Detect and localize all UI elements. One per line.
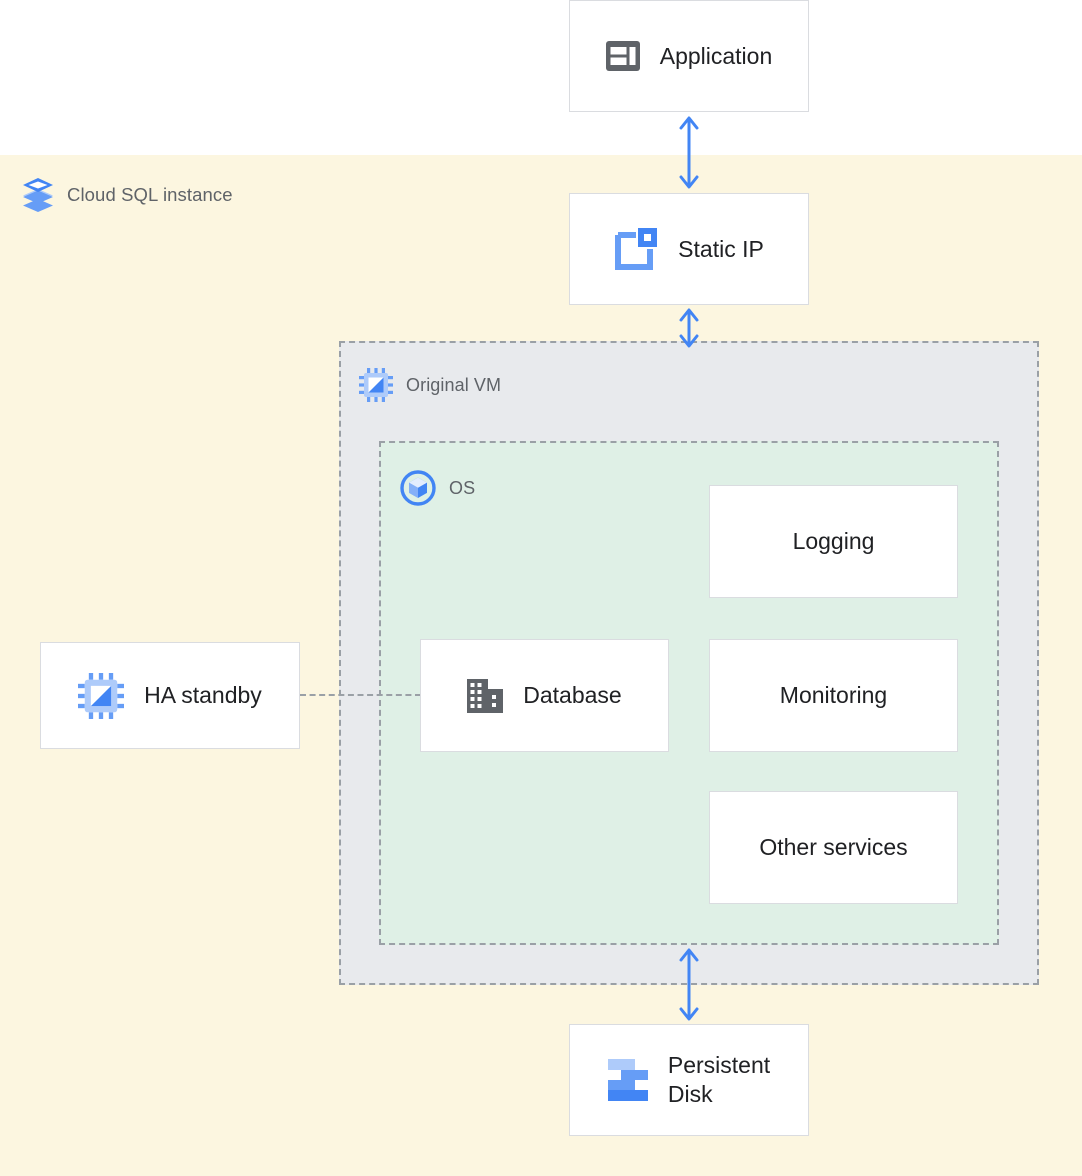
connector-application-to-static-ip	[674, 112, 704, 193]
cloud-sql-stack-icon	[22, 178, 54, 212]
database-building-icon	[467, 678, 504, 713]
node-application[interactable]: Application	[569, 0, 809, 112]
application-window-icon	[605, 41, 640, 71]
vm-chip-icon	[78, 672, 125, 719]
node-label: Monitoring	[779, 682, 888, 709]
connector-os-to-persistent-disk	[674, 945, 704, 1024]
node-ha-standby[interactable]: HA standby	[40, 642, 300, 749]
node-monitoring[interactable]: Monitoring	[709, 639, 958, 752]
node-label: Application	[659, 42, 773, 69]
node-label: Logging	[792, 528, 875, 555]
os-circle-cube-icon	[400, 470, 436, 506]
node-database[interactable]: Database	[420, 639, 669, 752]
node-logging[interactable]: Logging	[709, 485, 958, 598]
region-label-text: OS	[449, 477, 476, 498]
node-label: Other services	[759, 834, 908, 861]
region-label-os: OS	[400, 470, 475, 506]
region-label-cloud-sql-instance: Cloud SQL instance	[22, 178, 233, 212]
vm-chip-icon	[359, 368, 393, 402]
connector-ha-standby-to-database	[300, 694, 421, 696]
node-label: Static IP	[678, 235, 764, 262]
static-ip-square-icon	[614, 227, 658, 271]
persistent-disk-icon	[607, 1059, 648, 1101]
region-label-text: Cloud SQL instance	[67, 184, 233, 205]
node-label: Persistent Disk	[667, 1052, 771, 1107]
node-persistent-disk[interactable]: Persistent Disk	[569, 1024, 809, 1136]
node-label: Database	[523, 682, 622, 709]
region-label-original-vm: Original VM	[359, 368, 501, 402]
node-other-services[interactable]: Other services	[709, 791, 958, 904]
node-static-ip[interactable]: Static IP	[569, 193, 809, 305]
node-label: HA standby	[144, 682, 262, 709]
region-label-text: Original VM	[406, 374, 502, 395]
connector-static-ip-to-original-vm	[674, 305, 704, 351]
